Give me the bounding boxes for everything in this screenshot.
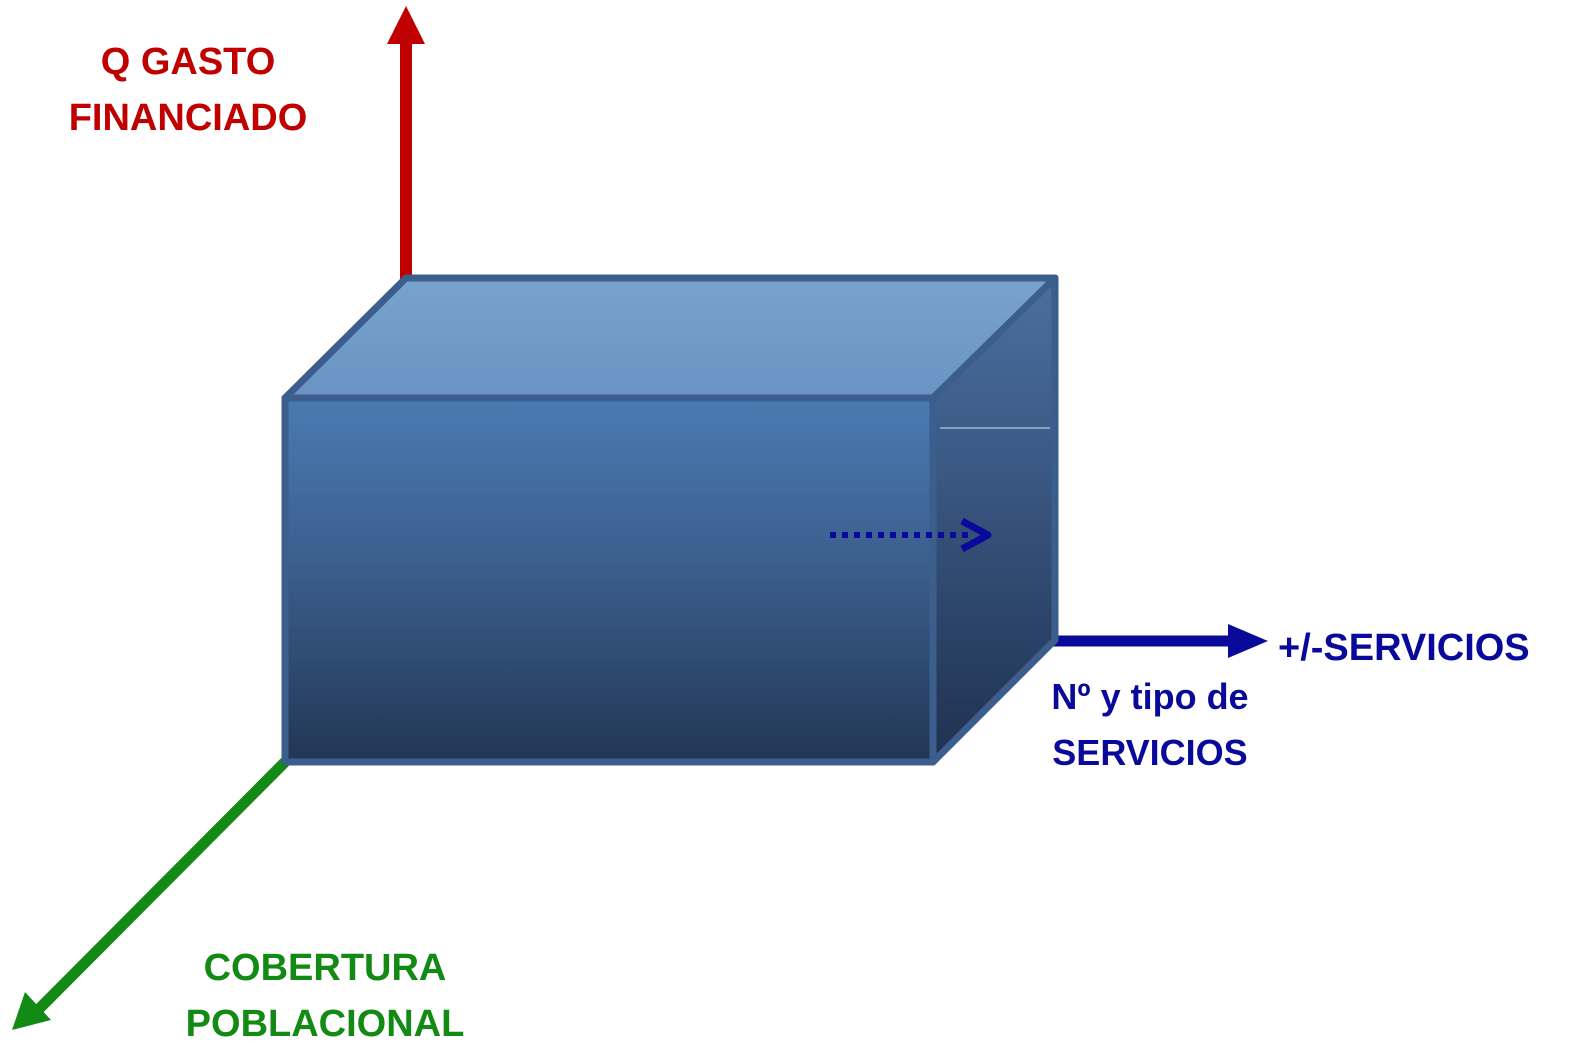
y-axis-arrow xyxy=(387,6,425,285)
cube-top-face xyxy=(281,274,1059,402)
z-axis-label-line1: COBERTURA xyxy=(203,947,447,989)
x-axis-arrowhead-icon xyxy=(1228,624,1268,658)
y-axis-arrowhead-icon xyxy=(387,6,425,44)
y-axis-label: Q GASTO FINANCIADO xyxy=(38,34,338,146)
dotted-arrow-right-icon xyxy=(830,517,992,553)
x-axis-sublabel-line2: SERVICIOS xyxy=(1052,732,1248,773)
x-axis-label: +/-SERVICIOS xyxy=(1278,620,1530,676)
service-cube xyxy=(281,274,1059,766)
z-axis-line xyxy=(32,758,289,1016)
cube-front-face xyxy=(281,394,937,766)
x-axis-label-text: +/-SERVICIOS xyxy=(1278,627,1530,669)
x-axis-arrow xyxy=(1052,624,1268,658)
z-axis-arrow xyxy=(12,758,289,1030)
z-axis-arrowhead-icon xyxy=(12,992,51,1030)
x-axis-sublabel-line1: Nº y tipo de xyxy=(1051,676,1249,717)
y-axis-label-line2: FINANCIADO xyxy=(68,97,308,139)
x-axis-sublabel: Nº y tipo de SERVICIOS xyxy=(1010,669,1290,781)
y-axis-label-line1: Q GASTO xyxy=(100,41,276,83)
z-axis-label: COBERTURA POBLACIONAL xyxy=(160,940,490,1052)
z-axis-label-line2: POBLACIONAL xyxy=(185,1003,465,1045)
